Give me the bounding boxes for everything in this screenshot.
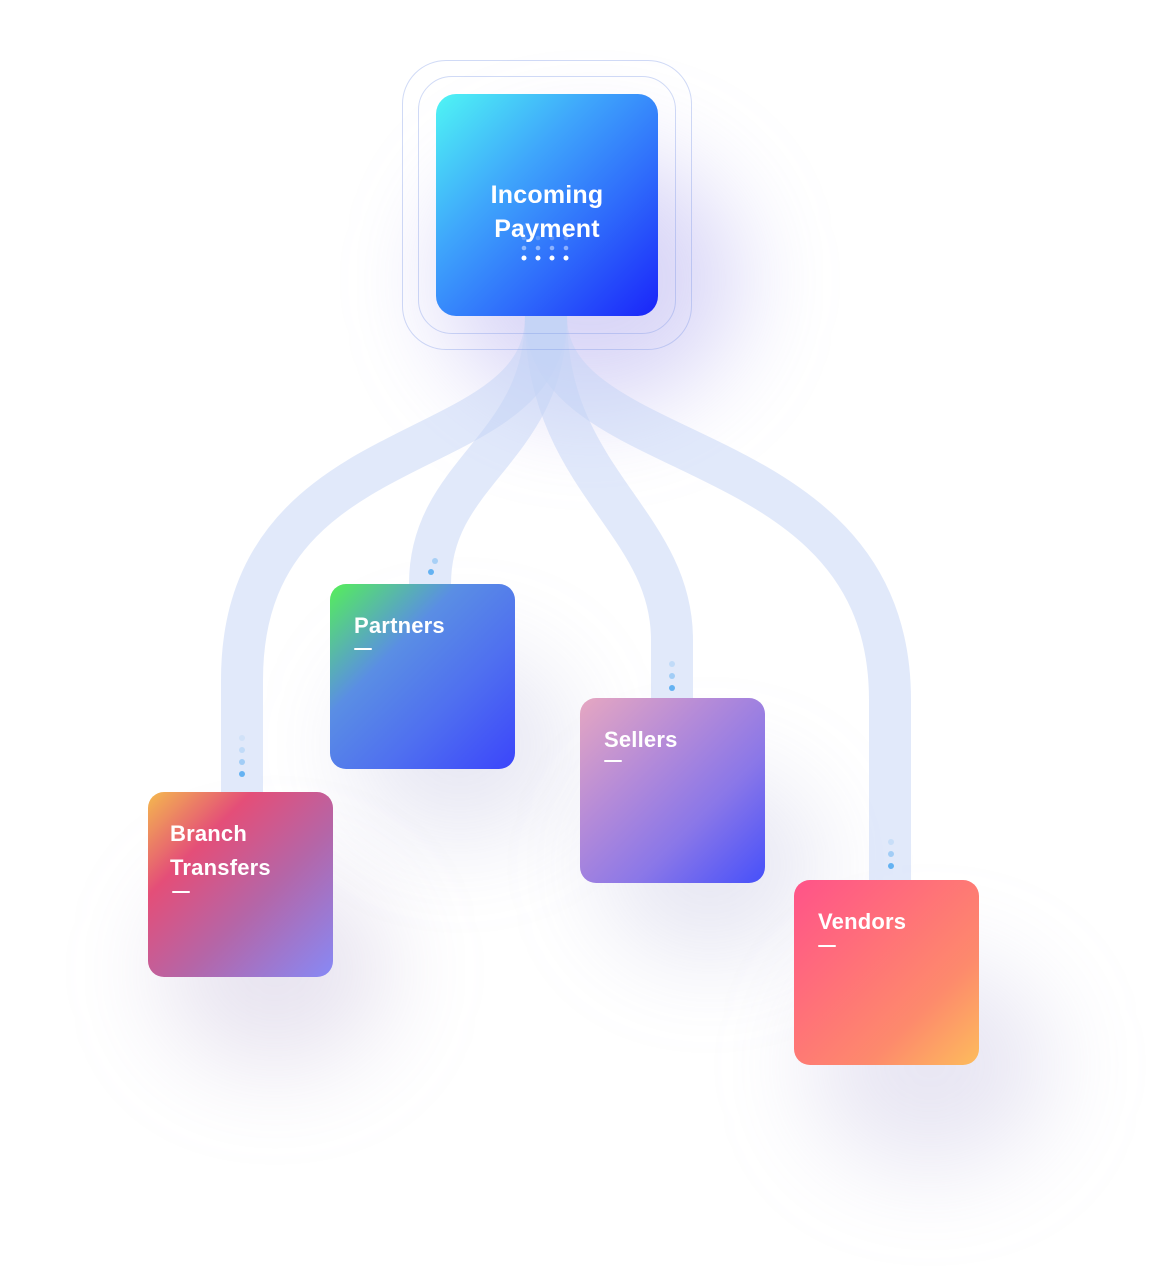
partners-label-text: Partners <box>354 613 445 638</box>
flow-dot <box>888 839 894 845</box>
flow-dot <box>669 685 675 691</box>
flow-dot <box>888 851 894 857</box>
hub-label: Incoming Payment <box>436 178 658 246</box>
connector-vendors <box>525 314 911 880</box>
branch-transfers-dash <box>172 891 190 893</box>
sellers-label: Sellers <box>604 723 678 757</box>
vendors-card[interactable]: Vendors <box>794 880 979 1065</box>
hub-label-line2: Payment <box>494 215 600 243</box>
branch-transfers-line2: Transfers <box>170 855 271 880</box>
sellers-card[interactable]: Sellers <box>580 698 765 883</box>
hub-ring-inner <box>418 76 676 334</box>
flow-dot <box>888 863 894 869</box>
dot-grid-icon <box>521 224 569 261</box>
partners-label: Partners <box>354 609 445 643</box>
branch-transfers-label: Branch Transfers <box>170 817 271 885</box>
flow-dot <box>239 735 245 741</box>
partners-card[interactable]: Partners <box>330 584 515 769</box>
vendors-label-text: Vendors <box>818 909 907 934</box>
incoming-payment-card[interactable]: Incoming Payment <box>436 94 658 316</box>
sellers-dash <box>604 760 622 762</box>
branch-transfers-card[interactable]: Branch Transfers <box>148 792 333 977</box>
hub-label-line1: Incoming <box>490 181 604 209</box>
flow-dot <box>669 673 675 679</box>
branch-transfers-line1: Branch <box>170 821 247 846</box>
flow-dot <box>428 569 434 575</box>
flow-dot <box>239 747 245 753</box>
sellers-label-text: Sellers <box>604 727 678 752</box>
flow-dot <box>239 771 245 777</box>
partners-dash <box>354 648 372 650</box>
flow-dot <box>432 558 438 564</box>
flow-dot <box>669 661 675 667</box>
vendors-label: Vendors <box>818 905 906 939</box>
flow-dot <box>239 759 245 765</box>
hub-ring-outer <box>402 60 692 350</box>
vendors-dash <box>818 945 836 947</box>
